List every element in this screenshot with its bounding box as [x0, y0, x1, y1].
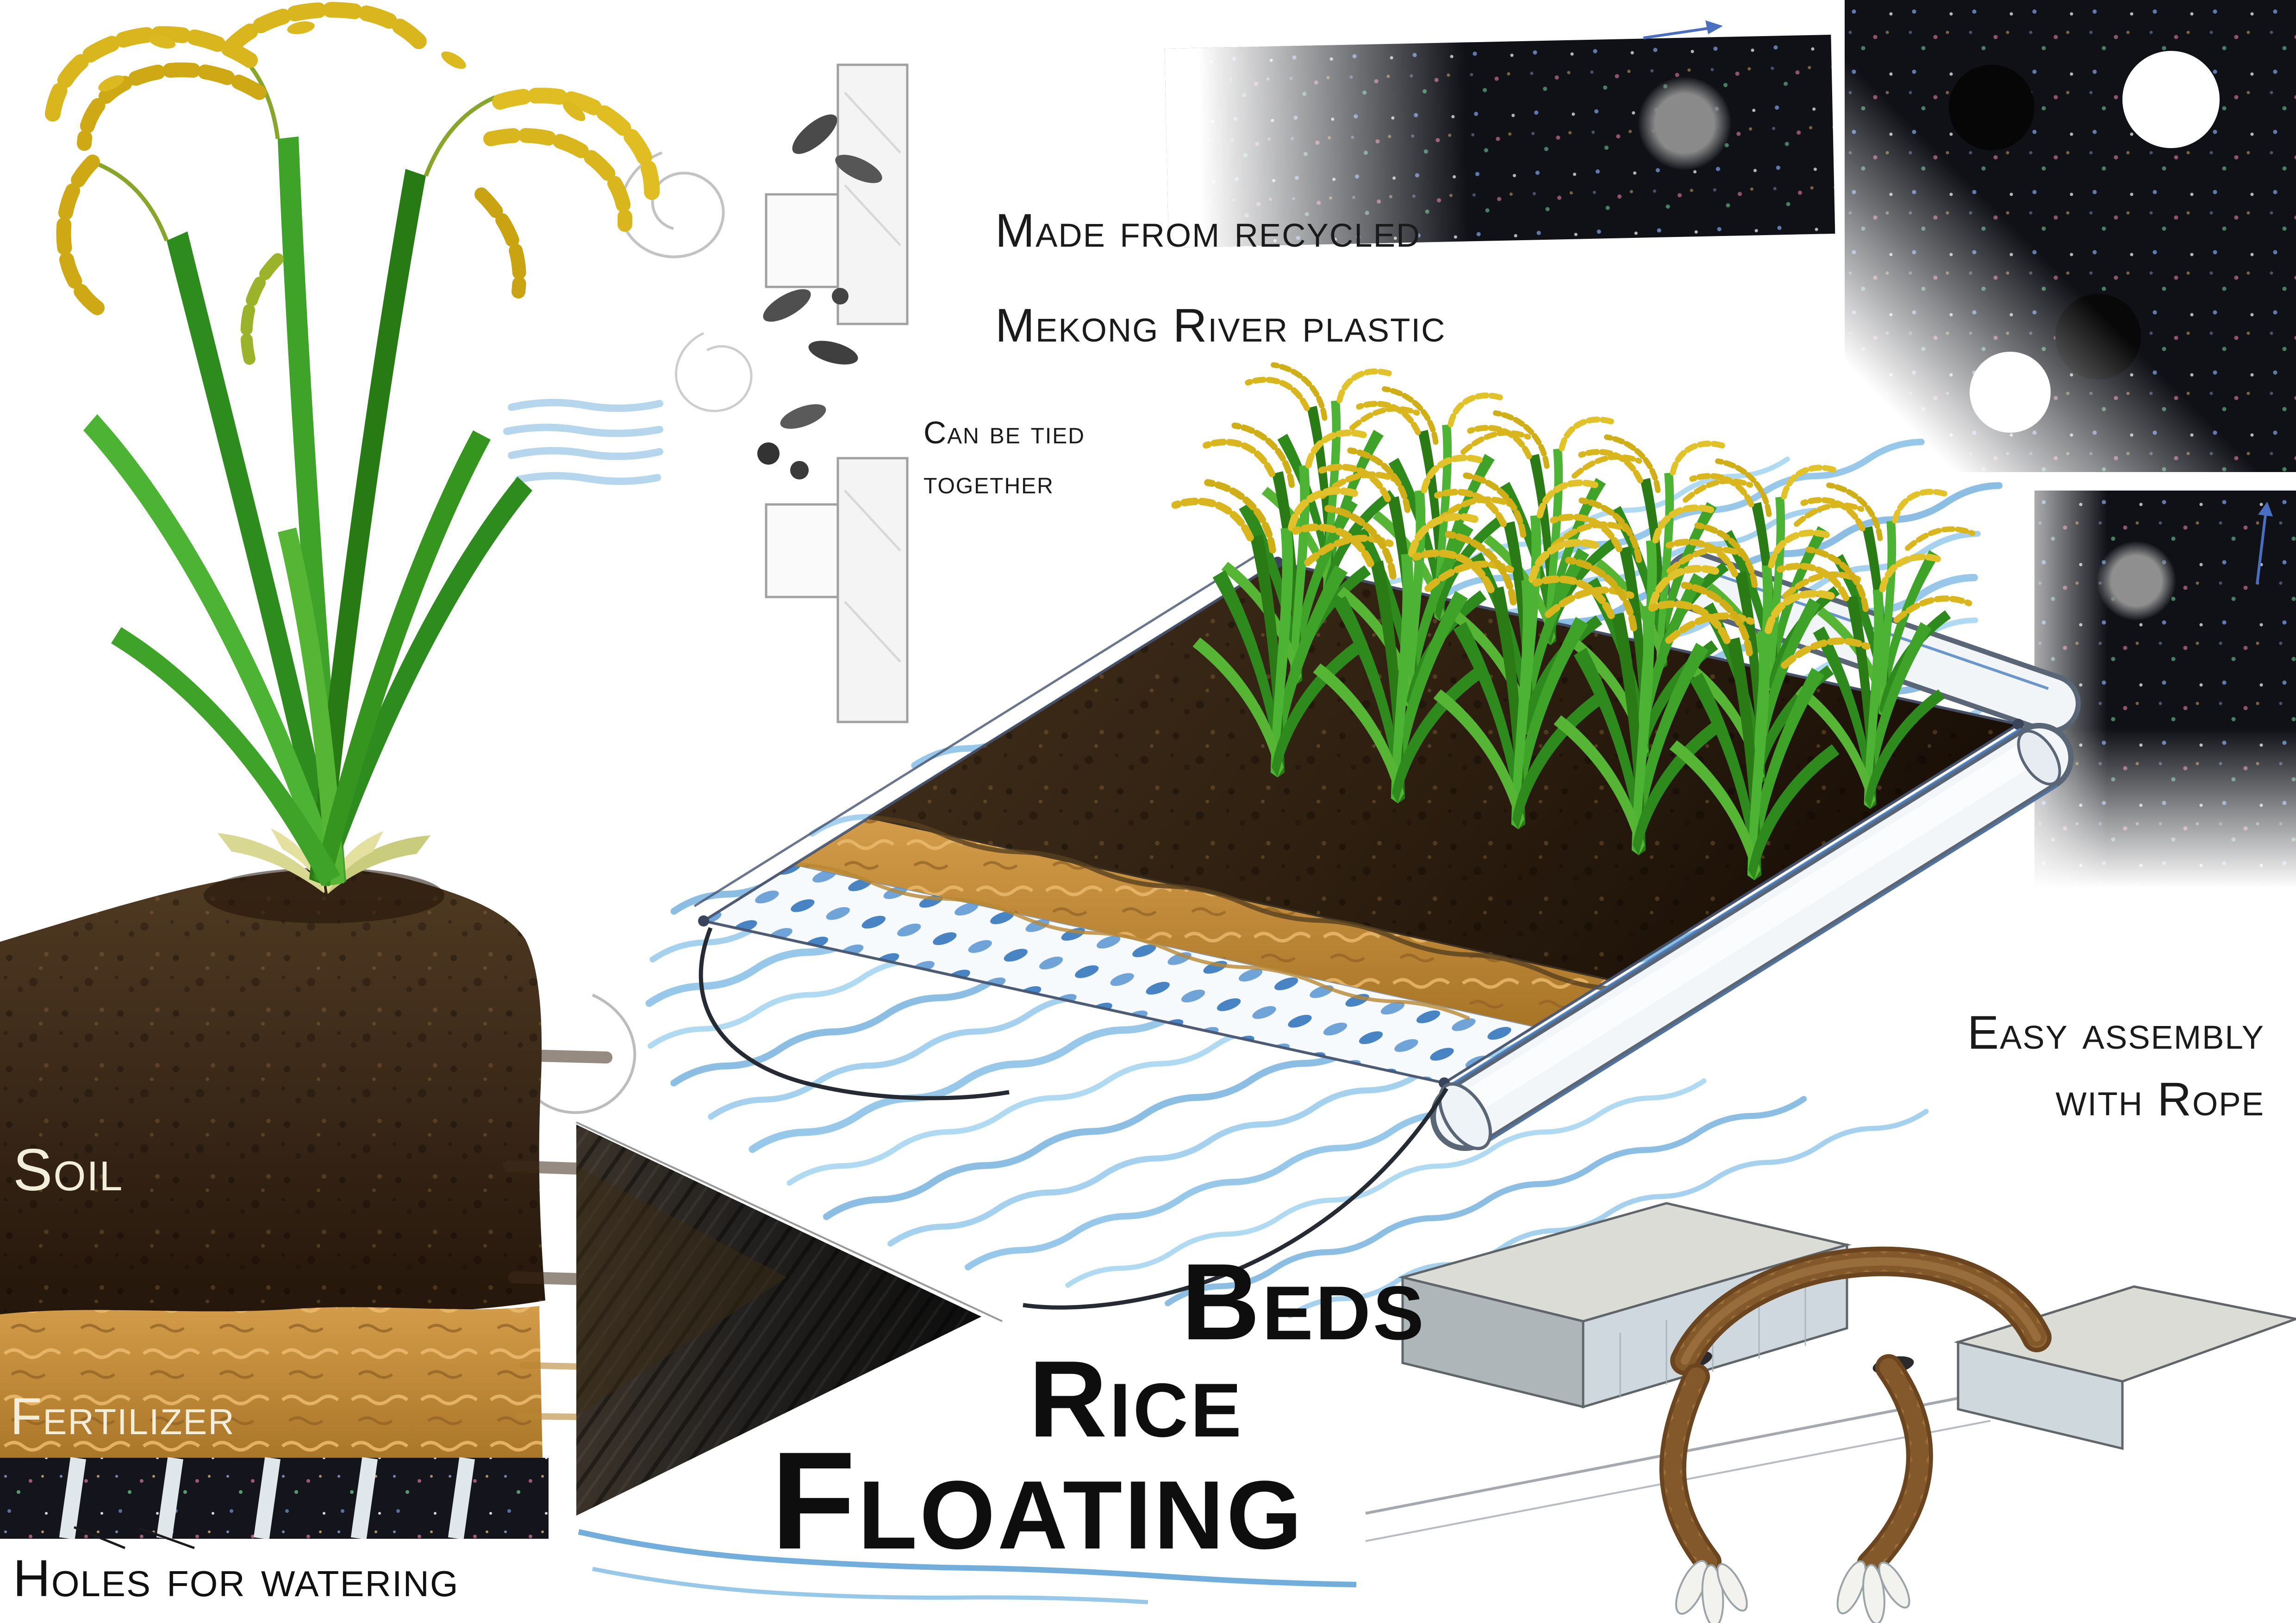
annotation-easy-assembly-line1: Easy assembly: [1967, 1006, 2265, 1059]
soil-cross-section: [0, 868, 622, 1549]
annotation-easy-assembly-line2: with Rope: [2055, 1073, 2265, 1126]
rope-frayed-ends: [1675, 1560, 1910, 1623]
floating-bed-illustration: [693, 365, 2081, 1310]
annotation-tied-line2: together: [923, 465, 1054, 500]
annotation-fertilizer: Fertilizer: [10, 1387, 235, 1445]
watering-holes-strip: [0, 1457, 549, 1549]
pencil-scribbles: [526, 151, 753, 1114]
connector-sketch: [757, 63, 909, 723]
rice-plant-illustration: [44, 2, 660, 894]
title-word-floating: Floating: [771, 1423, 1304, 1578]
assembly-rope: [1659, 1246, 2052, 1578]
grain-panicles: [44, 2, 660, 367]
bed-corner-sketch: [576, 1121, 1357, 1604]
connector-pegs: [757, 114, 882, 479]
loose-grains: [98, 21, 586, 121]
annotation-tied-line1: Can be tied: [923, 415, 1085, 450]
annotation-soil: Soil: [13, 1137, 124, 1203]
rope-assembly-sketch: [1365, 1202, 2296, 1623]
annotation-holes-for-watering: Holes for watering: [13, 1549, 459, 1607]
arrow-icon: [1643, 20, 2273, 585]
mooring-ropes: [699, 927, 1448, 1310]
water-crayon-patch: [503, 398, 663, 485]
title-word-rice: Rice: [1029, 1338, 1244, 1460]
annotation-made-from-line1: Made from recycled: [995, 204, 1421, 257]
annotation-made-from-line2: Mekong River plastic: [995, 299, 1446, 352]
title-word-beds: Beds: [1181, 1241, 1426, 1362]
